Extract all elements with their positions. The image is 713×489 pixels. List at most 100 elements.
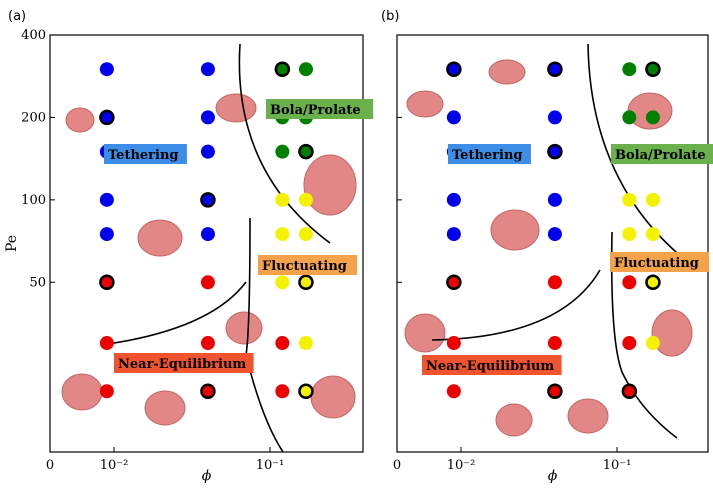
vesicle-snapshot xyxy=(404,313,446,353)
vesicle-snapshot xyxy=(144,390,186,426)
data-point-fluctuating xyxy=(275,192,290,207)
data-point-near-equilibrium xyxy=(446,336,461,351)
data-point-bola-prolate xyxy=(298,62,313,77)
data-point-tethering xyxy=(200,110,215,125)
y-tick-label: 50 xyxy=(29,275,46,290)
data-point-fluctuating xyxy=(275,227,290,242)
data-point-bola-prolate xyxy=(622,110,637,125)
phase-boundary xyxy=(238,43,331,244)
vesicle-snapshot xyxy=(490,209,540,251)
panel-label: (a) xyxy=(8,9,26,24)
data-point-near-equilibrium xyxy=(446,274,462,291)
data-point-bola-prolate xyxy=(645,61,661,77)
region-label: Near-Equilibrium xyxy=(426,359,554,374)
data-point-tethering xyxy=(446,192,461,207)
region-label: Near-Equilibrium xyxy=(118,357,246,372)
panel-label: (b) xyxy=(381,9,399,24)
x-tick-label: 0 xyxy=(393,458,401,473)
vesicle-snapshot xyxy=(310,375,356,419)
data-point-bola-prolate xyxy=(275,144,290,159)
data-point-tethering xyxy=(547,143,563,160)
region-label-box xyxy=(266,99,374,119)
data-point-tethering xyxy=(200,227,215,242)
data-point-bola-prolate xyxy=(274,61,291,77)
data-point-tethering xyxy=(446,227,461,242)
x-tick-label: 10⁻² xyxy=(447,458,476,473)
data-point-near-equilibrium xyxy=(99,336,114,351)
data-point-near-equilibrium xyxy=(547,275,562,290)
y-tick-label: 100 xyxy=(21,193,46,208)
data-point-tethering xyxy=(99,227,114,242)
data-point-near-equilibrium xyxy=(200,383,216,400)
vesicle-snapshot xyxy=(567,398,609,434)
phase-boundary xyxy=(610,231,678,439)
data-point-bola-prolate xyxy=(622,62,637,77)
data-point-tethering xyxy=(446,61,462,77)
x-tick-label: 10⁻¹ xyxy=(256,458,285,473)
y-tick-label: 400 xyxy=(21,28,46,43)
region-label-box xyxy=(258,255,358,275)
data-point-bola-prolate xyxy=(298,143,314,160)
y-tick-label: 200 xyxy=(21,110,46,125)
vesicle-snapshot xyxy=(406,90,444,118)
region-label: Tethering xyxy=(452,148,523,163)
phase-boundary xyxy=(587,43,684,259)
data-point-tethering xyxy=(547,61,563,77)
data-point-near-equilibrium xyxy=(99,384,114,399)
region-label-box xyxy=(611,144,713,164)
data-point-near-equilibrium xyxy=(547,383,563,400)
data-point-near-equilibrium xyxy=(621,383,638,400)
data-point-near-equilibrium xyxy=(622,275,637,290)
x-tick-label: 10⁻² xyxy=(100,458,129,473)
data-point-fluctuating xyxy=(298,383,314,400)
region-label-box xyxy=(610,252,710,272)
plot-frame xyxy=(396,34,709,453)
vesicle-snapshot xyxy=(488,59,526,85)
region-label-box xyxy=(448,144,531,164)
y-axis-label: Pe xyxy=(4,235,20,252)
data-point-tethering xyxy=(200,192,216,208)
data-point-near-equilibrium xyxy=(200,275,215,290)
data-point-near-equilibrium xyxy=(622,336,637,351)
data-point-tethering xyxy=(547,227,562,242)
region-label-box xyxy=(104,144,187,164)
data-point-fluctuating xyxy=(298,336,313,351)
data-point-tethering xyxy=(99,62,114,77)
data-point-fluctuating xyxy=(645,274,661,291)
x-axis-label: ϕ xyxy=(548,468,558,484)
data-point-fluctuating xyxy=(645,336,660,351)
data-point-fluctuating xyxy=(298,192,313,207)
vesicle-snapshot xyxy=(225,311,263,345)
region-label-box xyxy=(114,353,254,373)
vesicle-snapshot xyxy=(65,107,95,133)
phase-boundary xyxy=(100,281,247,346)
x-axis-label: ϕ xyxy=(202,468,212,484)
region-label: Fluctuating xyxy=(262,259,347,274)
data-point-fluctuating xyxy=(298,227,313,242)
region-label: Bola/Prolate xyxy=(270,103,361,118)
vesicle-snapshot xyxy=(303,154,357,216)
x-tick-label: 10⁻¹ xyxy=(603,458,632,473)
region-label-box xyxy=(422,355,562,375)
data-point-near-equilibrium xyxy=(547,336,562,351)
data-point-near-equilibrium xyxy=(99,274,115,291)
phase-boundary xyxy=(431,269,601,341)
vesicle-snapshot xyxy=(495,403,533,437)
data-point-fluctuating xyxy=(645,192,660,207)
vesicle-snapshot xyxy=(651,309,693,357)
data-point-tethering xyxy=(446,110,461,125)
data-point-fluctuating xyxy=(622,192,637,207)
region-label: Bola/Prolate xyxy=(615,148,706,163)
data-point-near-equilibrium xyxy=(275,336,290,351)
data-point-fluctuating xyxy=(298,274,314,291)
data-point-tethering xyxy=(99,192,114,207)
vesicle-snapshot xyxy=(61,373,103,411)
region-label: Tethering xyxy=(108,148,179,163)
data-point-bola-prolate xyxy=(645,110,660,125)
data-point-near-equilibrium xyxy=(446,384,461,399)
data-point-tethering xyxy=(200,144,215,159)
data-point-fluctuating xyxy=(622,227,637,242)
